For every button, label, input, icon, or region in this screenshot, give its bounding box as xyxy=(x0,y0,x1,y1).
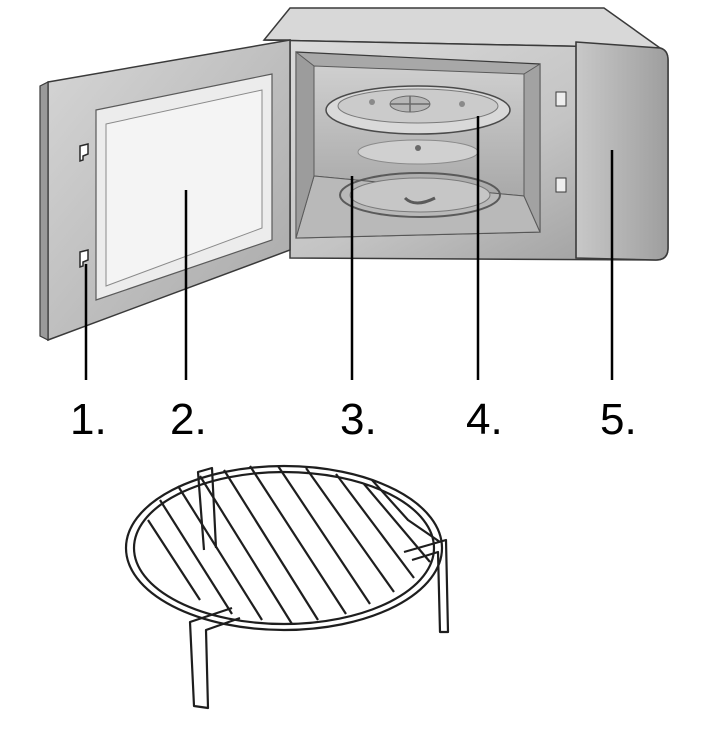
control-panel xyxy=(575,41,669,261)
callout-label-5: 5. xyxy=(600,395,637,444)
callout-label-2: 2. xyxy=(170,395,207,444)
leader-lines xyxy=(84,116,614,380)
door-latch-bottom xyxy=(79,249,89,269)
turntable-plate xyxy=(325,85,511,135)
callout-label-4: 4. xyxy=(466,395,503,444)
interlock-slot-bottom xyxy=(555,177,567,193)
door-latch-top xyxy=(79,143,89,163)
callout-label-1: 1. xyxy=(70,395,107,444)
rack-rungs xyxy=(147,465,431,625)
interlock-slot-top xyxy=(555,91,567,107)
rack-leg-back xyxy=(196,466,218,551)
rack-rim-inner xyxy=(132,470,436,626)
wire-grill-rack xyxy=(124,464,450,710)
oven-door xyxy=(39,39,291,342)
microwave-oven xyxy=(262,7,669,261)
door-edge xyxy=(39,81,49,341)
rack-leg-left xyxy=(188,606,241,710)
door-window xyxy=(105,89,263,287)
roller-ring xyxy=(339,139,501,218)
rack-rim xyxy=(124,464,444,632)
rack-leg-back-right xyxy=(371,479,441,543)
callout-label-3: 3. xyxy=(340,395,377,444)
